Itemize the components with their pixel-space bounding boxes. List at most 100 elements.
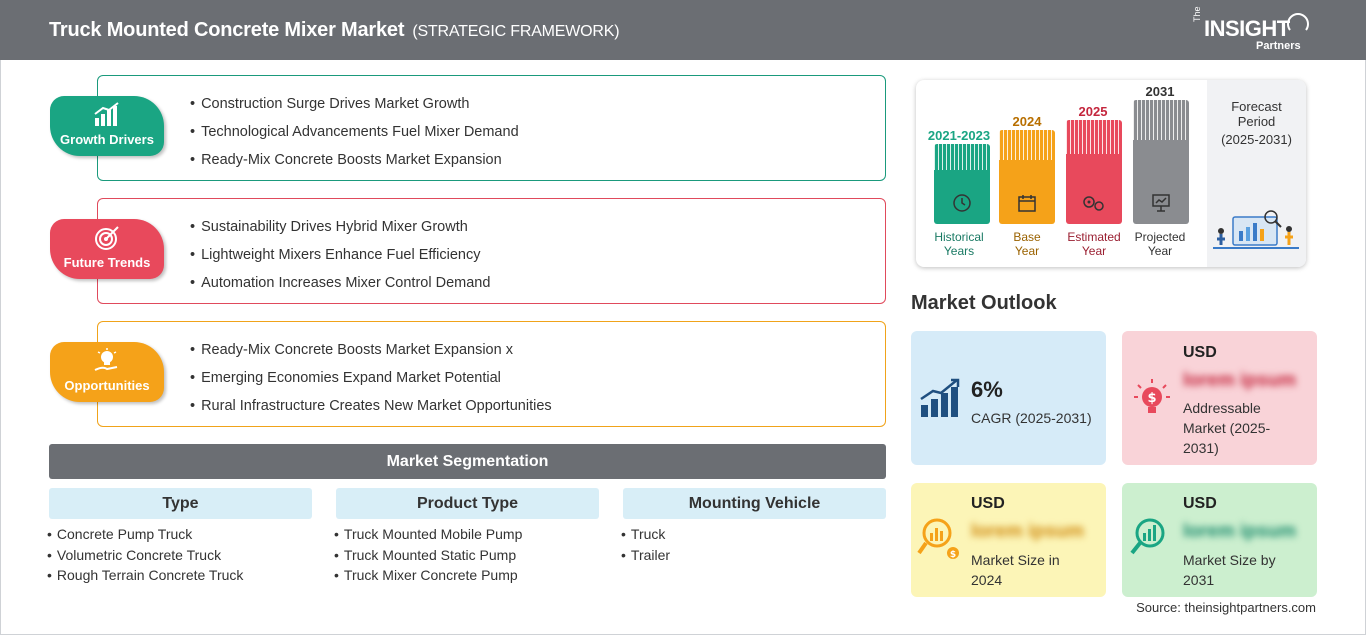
magnifier-chart-icon: $ <box>917 518 959 560</box>
list-item: Lightweight Mixers Enhance Fuel Efficien… <box>190 247 870 275</box>
title-text: Truck Mounted Concrete Mixer Market <box>49 19 405 41</box>
target-icon <box>95 226 119 250</box>
addressable-label-line1: Addressable <box>1183 400 1261 416</box>
list-item: Truck Mounted Static Pump <box>334 547 522 568</box>
addressable-value-blurred: lorem ipsum <box>1183 370 1296 391</box>
period-year-estimated: 2025 <box>1078 104 1108 119</box>
opportunities-list: Ready-Mix Concrete Boosts Market Expansi… <box>190 342 870 426</box>
addressable-label-line3: 2031) <box>1183 440 1219 456</box>
period-year-projected: 2031 <box>1145 84 1175 99</box>
period-bar-historical <box>934 144 990 224</box>
list-item: Rural Infrastructure Creates New Market … <box>190 398 870 426</box>
list-item: Truck <box>621 526 670 547</box>
cagr-label: CAGR (2025-2031) <box>971 410 1092 426</box>
size31-usd: USD <box>1183 495 1217 512</box>
addressable-usd: USD <box>1183 344 1217 361</box>
forecast-period-title: Forecast Period <box>1207 99 1306 129</box>
logo-the: The <box>1192 6 1202 22</box>
list-item: Ready-Mix Concrete Boosts Market Expansi… <box>190 152 870 180</box>
list-item: Ready-Mix Concrete Boosts Market Expansi… <box>190 342 870 370</box>
logo-partners: Partners <box>1256 40 1301 52</box>
market-size-2031-card: USD lorem ipsum Market Size by 2031 <box>1122 483 1317 597</box>
forecast-title-line1: Forecast <box>1231 99 1282 114</box>
size31-label: Market Size by 2031 <box>1183 550 1276 590</box>
list-item: Emerging Economies Expand Market Potenti… <box>190 370 870 398</box>
caption-line2: Year <box>1147 244 1173 258</box>
svg-text:$: $ <box>1147 391 1156 406</box>
segment-list-mounting-vehicle: Truck Trailer <box>621 526 670 567</box>
segment-heading-product-type: Product Type <box>336 488 599 519</box>
size24-label: Market Size in 2024 <box>971 550 1060 590</box>
caption-line1: Base <box>1013 230 1041 244</box>
calendar-icon <box>1018 195 1036 212</box>
market-size-2024-card: $ USD lorem ipsum Market Size in 2024 <box>911 483 1106 597</box>
growth-bars-icon <box>920 378 960 417</box>
cagr-value: 6% <box>971 377 1003 402</box>
list-item: Sustainability Drives Hybrid Mixer Growt… <box>190 219 870 247</box>
magnifier-growth-icon <box>1130 518 1165 555</box>
logo-insight: INSIGHT <box>1204 16 1290 41</box>
growth-drivers-list: Construction Surge Drives Market Growth … <box>190 96 870 180</box>
size31-label-line1: Market Size by <box>1183 552 1276 568</box>
lightbulb-hand-icon <box>94 348 118 371</box>
addressable-label: Addressable Market (2025- 2031) <box>1183 398 1270 458</box>
period-bar-base <box>999 130 1055 224</box>
list-item: Truck Mounted Mobile Pump <box>334 526 522 547</box>
addressable-market-card: $ USD lorem ipsum Addressable Market (20… <box>1122 331 1317 465</box>
opportunities-badge: Opportunities <box>50 342 164 402</box>
svg-text:$: $ <box>950 550 956 560</box>
future-trends-list: Sustainability Drives Hybrid Mixer Growt… <box>190 219 870 303</box>
period-caption-historical: Historical Years <box>922 230 996 258</box>
caption-line2: Year <box>1081 244 1107 258</box>
size31-label-line2: 2031 <box>1183 572 1215 588</box>
title-subtitle: (STRATEGIC FRAMEWORK) <box>412 23 620 40</box>
source-credit: Source: theinsightpartners.com <box>1136 600 1316 615</box>
period-bar-estimated <box>1066 120 1122 224</box>
page-title: Truck Mounted Concrete Mixer Market (STRA… <box>49 19 620 42</box>
period-bar-projected <box>1133 100 1189 224</box>
growth-drivers-label: Growth Drivers <box>60 132 154 147</box>
period-caption-projected: Projected Year <box>1123 230 1197 258</box>
cagr-card: 6% CAGR (2025-2031) <box>911 331 1106 465</box>
forecast-period-range: (2025-2031) <box>1221 132 1292 147</box>
size31-value-blurred: lorem ipsum <box>1183 521 1296 542</box>
size24-label-line2: 2024 <box>971 572 1003 588</box>
caption-line2: Year <box>1014 244 1040 258</box>
header-bar: Truck Mounted Concrete Mixer Market (STRA… <box>0 0 1366 60</box>
size24-usd: USD <box>971 495 1005 512</box>
addressable-label-line2: Market (2025- <box>1183 420 1271 436</box>
opportunities-label: Opportunities <box>64 378 150 393</box>
list-item: Volumetric Concrete Truck <box>47 547 243 568</box>
future-trends-badge: Future Trends <box>50 219 164 279</box>
segment-list-product-type: Truck Mounted Mobile Pump Truck Mounted … <box>334 526 522 588</box>
history-icon <box>953 194 971 212</box>
analytics-people-icon <box>1213 210 1299 249</box>
future-trends-label: Future Trends <box>63 255 151 270</box>
caption-line1: Estimated <box>1067 230 1121 244</box>
period-caption-base: Base Year <box>990 230 1064 258</box>
forecast-period-panel: Forecast Period (2025-2031) <box>1207 80 1306 267</box>
list-item: Truck Mixer Concrete Pump <box>334 567 522 588</box>
idea-dollar-icon: $ <box>1134 379 1170 413</box>
caption-line1: Projected <box>1134 230 1186 244</box>
market-outlook-title: Market Outlook <box>911 292 1057 314</box>
forecast-title-line2: Period <box>1237 114 1276 129</box>
list-item: Rough Terrain Concrete Truck <box>47 567 244 588</box>
gears-icon <box>1083 196 1104 211</box>
growth-drivers-badge: Growth Drivers <box>50 96 164 156</box>
segment-list-type: Concrete Pump Truck Volumetric Concrete … <box>47 526 244 588</box>
caption-line2: Years <box>943 244 975 258</box>
segment-heading-mounting-vehicle: Mounting Vehicle <box>623 488 886 519</box>
list-item: Concrete Pump Truck <box>47 526 243 547</box>
caption-line1: Historical <box>934 230 984 244</box>
insight-partners-logo: The INSIGHT Partners <box>1190 6 1310 54</box>
list-item: Trailer <box>621 547 670 568</box>
period-caption-estimated: Estimated Year <box>1057 230 1131 258</box>
list-item: Automation Increases Mixer Control Deman… <box>190 275 870 303</box>
list-item: Technological Advancements Fuel Mixer De… <box>190 124 870 152</box>
period-year-base: 2024 <box>1012 114 1042 129</box>
segment-heading-type: Type <box>49 488 312 519</box>
market-segmentation-header: Market Segmentation <box>49 444 886 479</box>
logo-arc-icon <box>1287 13 1309 31</box>
list-item: Construction Surge Drives Market Growth <box>190 96 870 124</box>
